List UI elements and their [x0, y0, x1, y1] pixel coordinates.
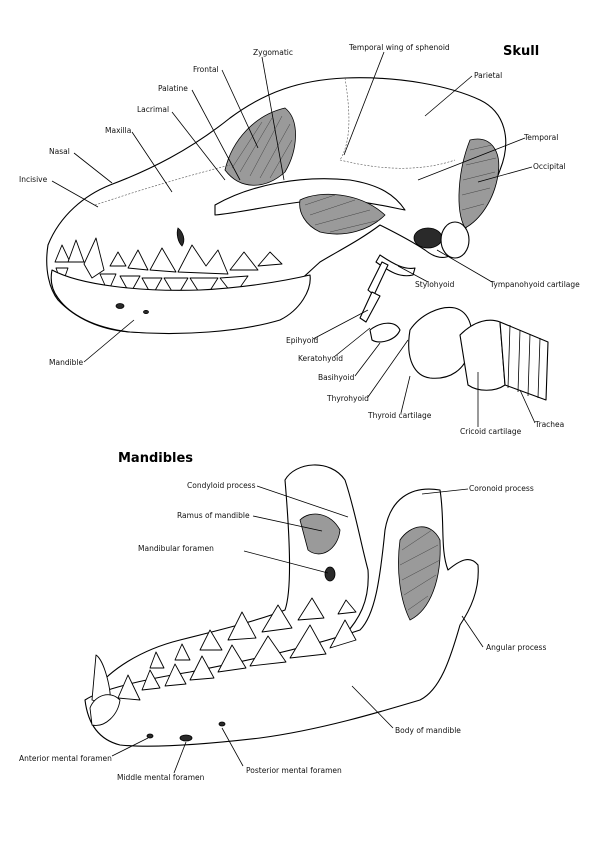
label-condyloid-process: Condyloid process: [187, 481, 256, 490]
orbit: [224, 107, 296, 186]
label-nasal: Nasal: [49, 147, 70, 156]
label-lacrimal: Lacrimal: [137, 105, 169, 114]
label-trachea: Trachea: [534, 420, 564, 429]
label-frontal: Frontal: [193, 65, 219, 74]
skull-illustration: [46, 77, 549, 401]
label-tympanohyoid-cartilage: Tympanohyoid cartilage: [489, 280, 580, 289]
label-incisive: Incisive: [19, 175, 48, 184]
mandible-illustration: [84, 464, 479, 747]
label-palatine: Palatine: [158, 84, 188, 93]
trachea: [499, 321, 549, 401]
label-thyroid-cartilage: Thyroid cartilage: [367, 411, 432, 420]
label-zygomatic: Zygomatic: [253, 48, 293, 57]
upper-teeth: [54, 237, 283, 279]
cricoid-cartilage: [459, 319, 506, 391]
label-keratohyoid: Keratohyoid: [298, 354, 343, 363]
label-parietal: Parietal: [474, 71, 502, 80]
mandible-teeth: [91, 597, 357, 706]
skull-leader-lines: [51, 51, 536, 427]
larynx: [408, 306, 549, 401]
lower-teeth-skull: [55, 267, 249, 301]
mandibles-title: Mandibles: [118, 451, 193, 466]
label-cricoid-cartilage: Cricoid cartilage: [460, 427, 522, 436]
label-thyrohyoid: Thyrohyoid: [326, 394, 369, 403]
label-anterior-mental-foramen: Anterior mental foramen: [19, 754, 112, 763]
label-ramus-of-mandible: Ramus of mandible: [177, 511, 250, 520]
label-mandibular-foramen: Mandibular foramen: [138, 544, 214, 553]
mandible-labels: Condyloid process Coronoid process Ramus…: [19, 481, 546, 782]
label-middle-mental-foramen: Middle mental foramen: [117, 773, 205, 782]
label-posterior-mental-foramen: Posterior mental foramen: [246, 766, 342, 775]
label-temporal: Temporal: [523, 133, 558, 142]
hyoid-apparatus: [359, 254, 416, 343]
label-angular-process: Angular process: [486, 643, 546, 652]
label-basihyoid: Basihyoid: [318, 373, 355, 382]
label-epihyoid: Epihyoid: [286, 336, 318, 345]
label-maxilla: Maxilla: [105, 126, 131, 135]
label-mandible: Mandible: [49, 358, 84, 367]
label-occipital: Occipital: [533, 162, 566, 171]
label-stylohyoid: Stylohyoid: [415, 280, 455, 289]
mandible-leader-lines: [111, 485, 484, 774]
label-coronoid-process: Coronoid process: [469, 484, 534, 493]
skull-mandible: [50, 269, 311, 335]
skull-title: Skull: [503, 44, 539, 59]
label-temporal-wing-sphenoid: Temporal wing of sphenoid: [348, 43, 450, 52]
skull-labels: Zygomatic Temporal wing of sphenoid Fron…: [19, 43, 580, 436]
occipital-region: [458, 138, 500, 229]
label-body-of-mandible: Body of mandible: [395, 726, 461, 735]
